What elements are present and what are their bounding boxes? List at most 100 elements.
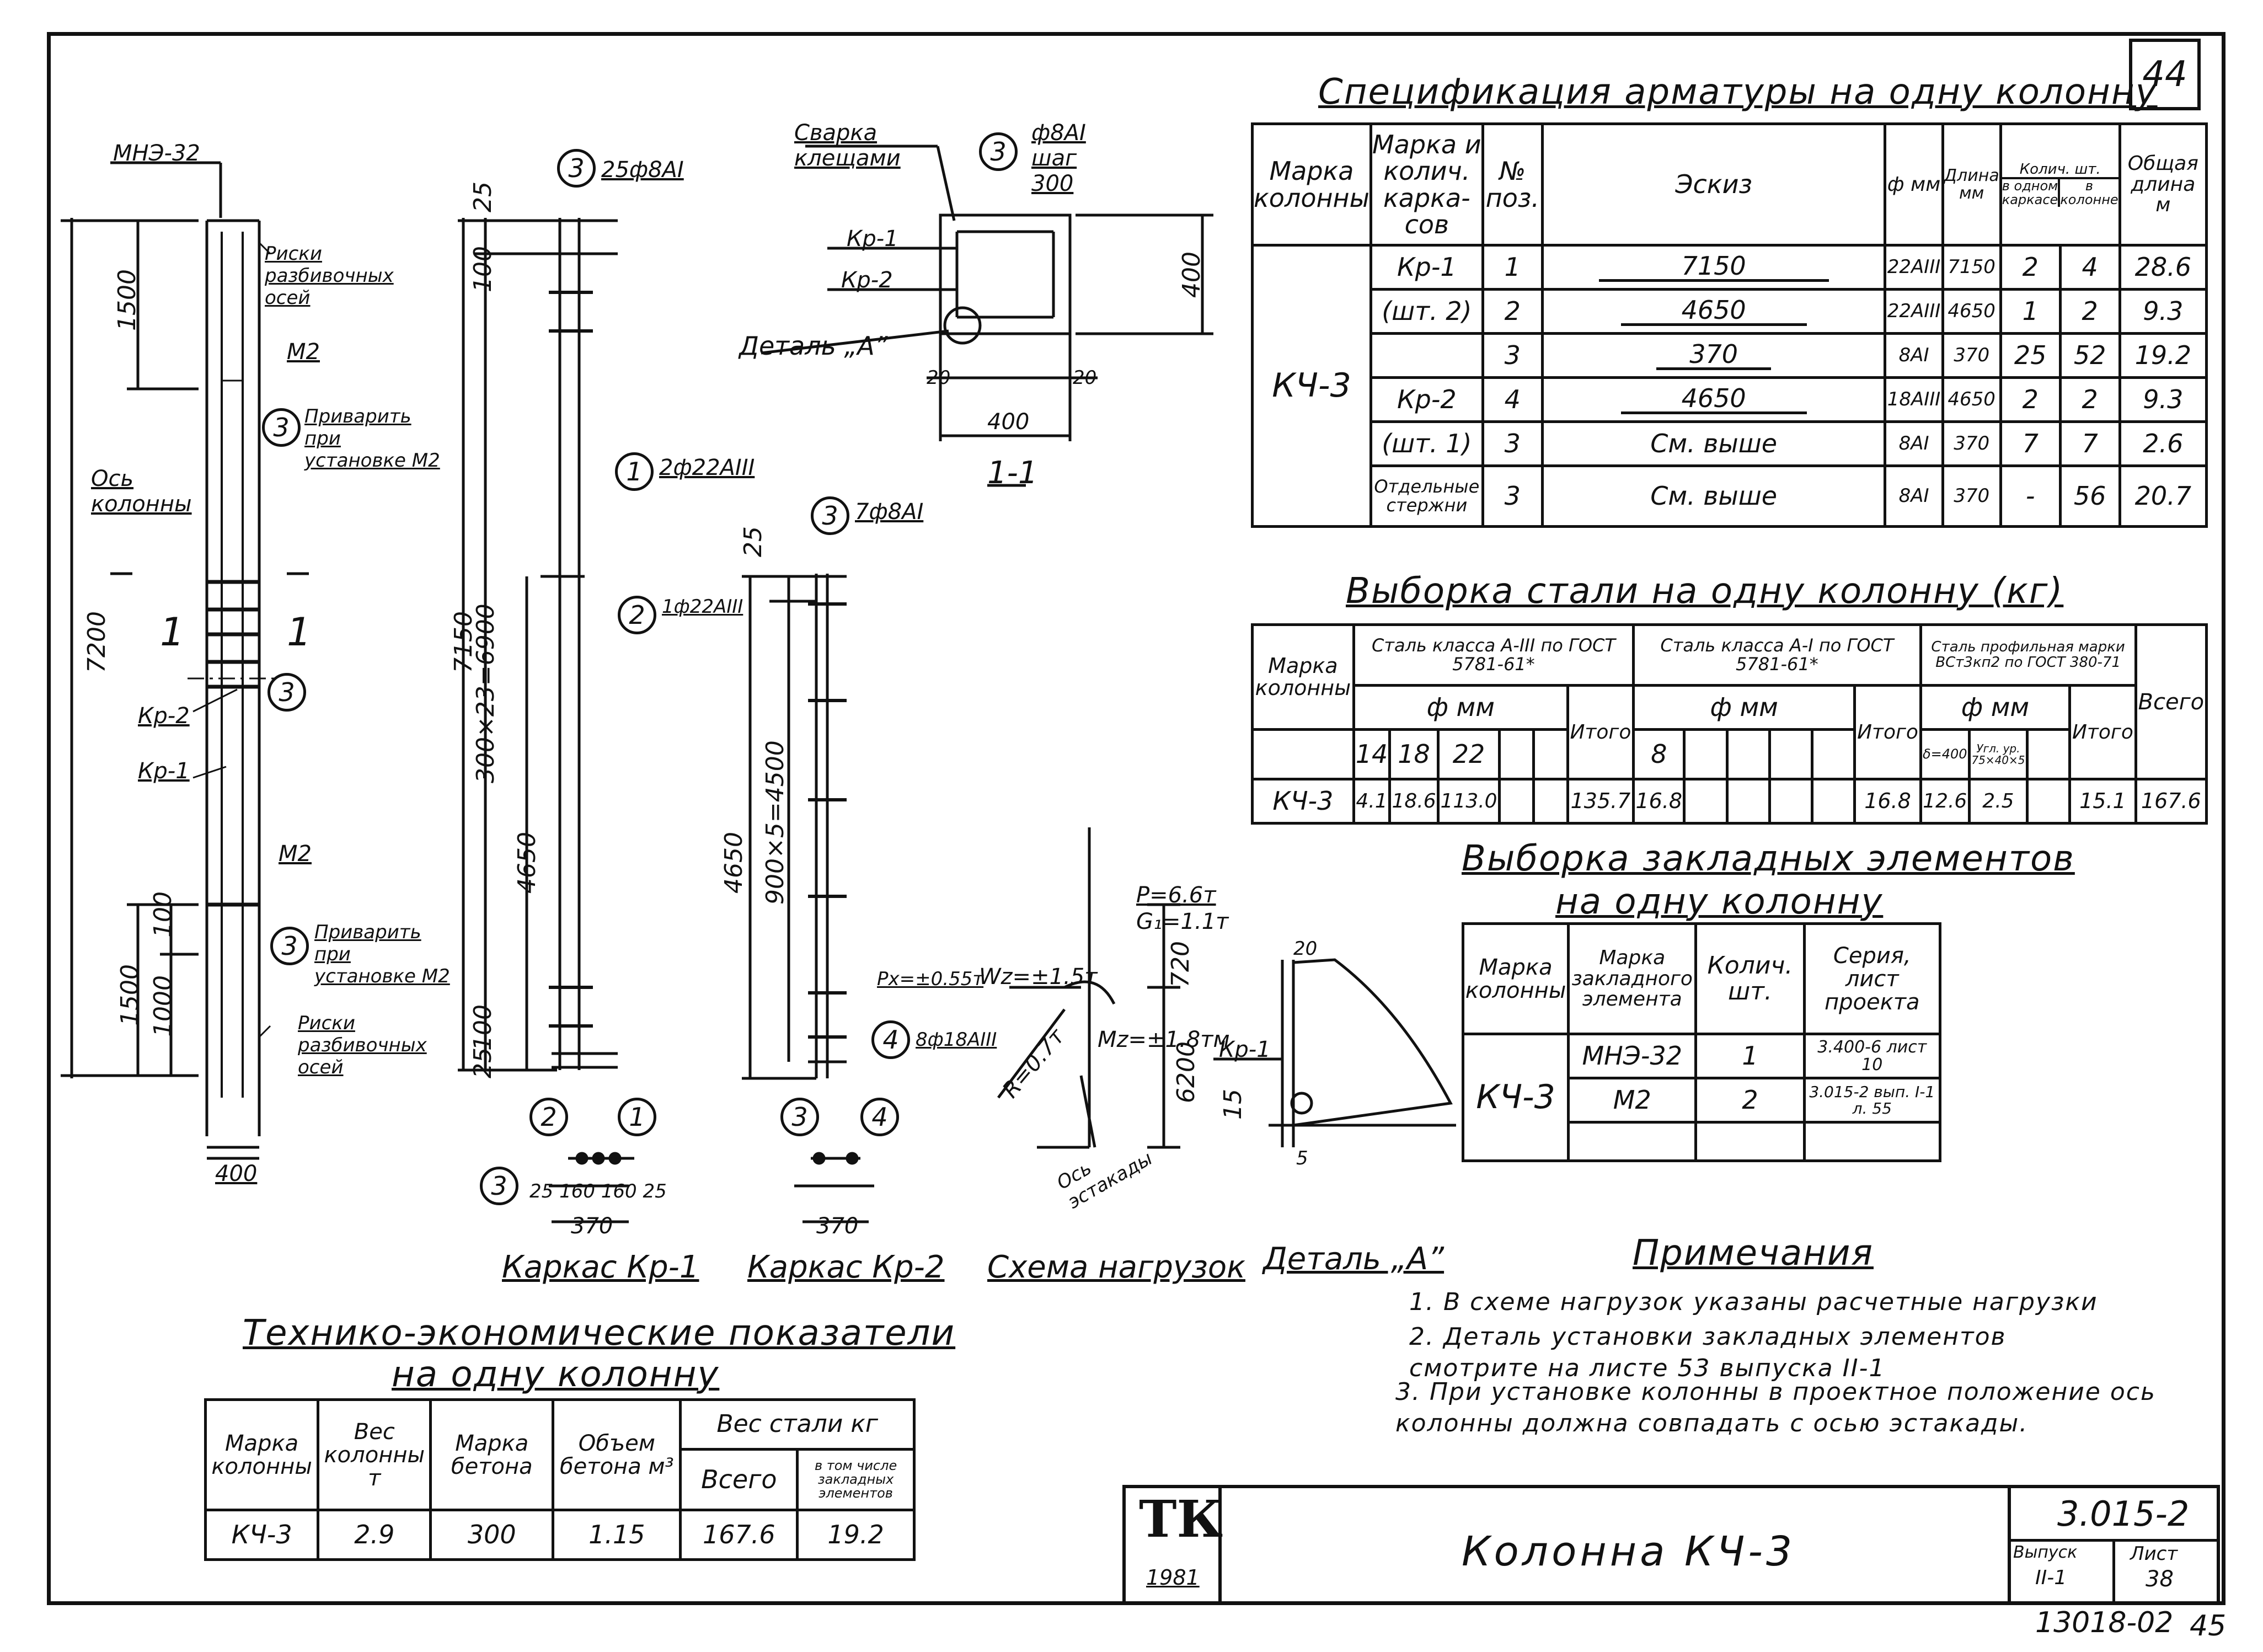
spec-h-len: Длина мм [1941,122,2002,247]
kr1-dim-6900: 300×23=6900 [472,603,500,783]
spec-dia-1: 22АIII [1884,288,1944,335]
emb-h-series: Серия, лист проекта [1802,922,1942,1035]
spec-total-4: 2.6 [2118,420,2208,467]
spec-h-dia: ф мм [1884,122,1944,247]
steel-g2-v3 [1768,778,1814,825]
spec-pos-1: 2 [1481,288,1544,335]
sec-dim-400-h: 400 [987,409,1030,435]
emb-series-2 [1802,1121,1942,1162]
steel-g1-d3 [1498,728,1535,780]
steel-g3-v0: 12.6 [1919,778,1971,825]
spec-q1-4: 7 [1999,420,2062,467]
steel-g1-total: 135.7 [1566,778,1635,825]
det-kr1: Кр-1 [1219,1037,1271,1062]
emb-qty-0: 1 [1694,1033,1806,1079]
kr1-dim-100-bot: 100 [469,1004,497,1051]
steel-h-g3: Сталь профильная марки ВСт3кп2 по ГОСТ 3… [1919,623,2137,687]
page-number: 45 [2190,1610,2227,1643]
spec-pos-3: 4 [1481,376,1544,423]
spec-h-qty-frame: в одном каркасе [2002,179,2061,207]
tk-year: 1981 [1146,1565,1200,1590]
spec-col-mark: КЧ-3 [1251,244,1372,528]
spec-q1-0: 2 [1999,244,2062,291]
tech-h-mark: Марка колонны [204,1398,320,1511]
steel-g1-v3 [1498,778,1535,825]
embedded-title-2: на одну колонну [1555,881,1884,922]
pos-3-marker: 3 [262,408,301,447]
steel-g3-d1: Угл. ур. 75×40×5 [1967,728,2029,780]
steel-g1-v4 [1532,778,1569,825]
cut-left: 1 [160,610,185,655]
tech-h-concrete: Марка бетона [429,1398,555,1511]
steel-g3-v2 [2026,778,2072,825]
cut-right: 1 [287,610,312,655]
issue-value: II-1 [2035,1567,2067,1589]
emb-series-1: 3.015-2 вып. I-1 л. 55 [1802,1077,1942,1124]
spec-len-4: 370 [1941,420,2002,467]
spec-total-1: 9.3 [2118,288,2208,335]
pos-3-kr1: 3 [557,149,596,188]
kr1-bot-dims: 25 160 160 25 [529,1180,667,1202]
spec-frame-1: (шт. 2) [1369,288,1484,335]
emb-h-col: Марка колонны [1461,922,1570,1035]
spec-sketch-3-text: 4650 [1620,385,1807,415]
tech-v-weight: 2.9 [317,1509,432,1561]
load-px: Pх=±0.55т [877,968,984,990]
note-1: 1. В схеме нагрузок указаны расчетные на… [1409,1288,2098,1316]
title-block-stamp-cell [1122,1485,1222,1605]
kr2-bot-370: 370 [816,1213,859,1239]
spec-frame-2 [1369,332,1484,379]
emb-qty-2 [1694,1121,1806,1162]
archive-code: 13018-02 [2035,1606,2174,1639]
spec-dia-4: 8АI [1884,420,1944,467]
steel-g3-d2 [2026,728,2072,780]
steel-h-g1-total: Итого [1566,684,1635,780]
pos-3-kr2: 3 [811,496,849,535]
note-3: 3. При установке колонны в проектное пол… [1395,1378,2156,1438]
det-5: 5 [1296,1147,1308,1169]
steel-h-g1: Сталь класса А-III по ГОСТ 5781-61* [1352,623,1635,687]
sheet-label: Лист [2130,1543,2178,1565]
kr1-dim-25-bot: 25 [469,1047,497,1078]
steel-g3-v1: 2.5 [1967,778,2029,825]
tech-h-steel-total: Всего [679,1448,799,1511]
spec-total-0: 28.6 [2118,244,2208,291]
load-wz: Wz=±1.5т [979,964,1098,990]
pos-4-kr2-bot: 4 [860,1098,899,1136]
spec-table: Марка колонны Марка и колич. карка-сов №… [1251,122,2208,528]
notes-title: Примечания [1633,1233,1874,1274]
kr1-top-label: 25ф8АI [601,157,684,183]
steel-g2-v2 [1725,778,1771,825]
spec-q2-2: 52 [2058,332,2121,379]
spec-h-total: Общая длина м [2118,122,2208,247]
steel-h-g3-total: Итого [2068,684,2137,780]
spec-sketch-0-text: 7150 [1598,253,1829,282]
tech-h-steel-emb: в том числе закладных элементов [796,1448,916,1511]
sec-detail-label: Деталь „А” [739,331,888,361]
emb-elem-1: М2 [1567,1077,1698,1124]
spec-q1-2: 25 [1999,332,2062,379]
steel-grand-total: 167.6 [2134,778,2208,825]
title-block-right [2008,1485,2220,1605]
tech-h-steel: Вес стали кг [679,1398,916,1451]
lbl-axis: Ось колонны [91,466,192,517]
drawing-title: Колонна КЧ-3 [1462,1528,1796,1575]
sheet-number-box: 44 [2129,39,2201,110]
kr2-bar4-label: 8ф18АIII [916,1029,997,1051]
spec-title: Спецификация арматуры на одну колонну [1318,72,2158,113]
spec-q1-3: 2 [1999,376,2062,423]
emb-h-qty: Колич. шт. [1694,922,1806,1035]
spec-sketch-4: См. выше [1540,420,1887,467]
spec-q1-5: - [1999,464,2062,528]
steel-g1-v1: 18.6 [1388,778,1440,825]
spec-pos-5: 3 [1481,464,1544,528]
dim-1500-top: 1500 [113,269,141,331]
lbl-m2-top: М2 [287,339,320,365]
sec-dim-20-left: 20 [927,367,951,389]
tech-v-steel-emb: 19.2 [796,1509,916,1561]
kr2-top-label: 7ф8АI [855,499,924,525]
steel-g1-d4 [1532,728,1569,780]
sheet-value: 38 [2146,1567,2174,1592]
steel-g2-total: 16.8 [1853,778,1922,825]
pos-3-marker-mid: 3 [268,673,306,712]
